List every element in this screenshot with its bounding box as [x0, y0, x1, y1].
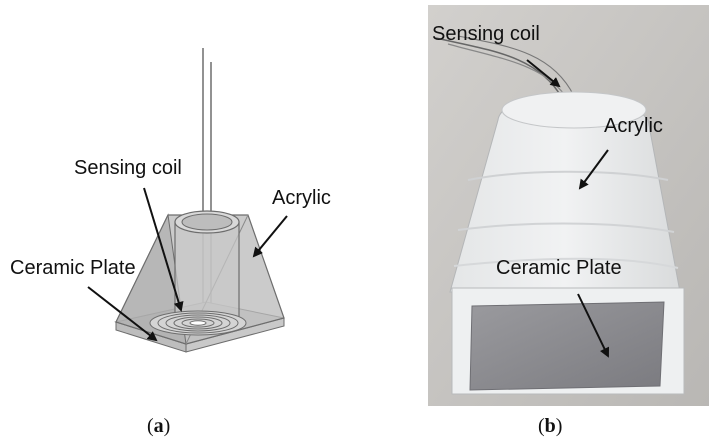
photo-ceramic-plate	[469, 301, 665, 391]
photo-arrow-to-ceramic-plate	[577, 293, 610, 358]
photo-label-ceramic-plate: Ceramic Plate	[496, 257, 622, 279]
caption-b: (b)	[538, 416, 562, 436]
panel-a-schematic: Sensing coil Acrylic Ceramic Plate (a)	[10, 48, 331, 436]
photo-label-acrylic: Acrylic	[604, 115, 663, 137]
photo-arrow-to-sensing-coil	[526, 59, 561, 88]
label-sensing-coil: Sensing coil	[74, 157, 182, 179]
arrow-to-sensing-coil	[143, 187, 184, 312]
caption-a-close: )	[163, 415, 171, 437]
arrow-to-ceramic-plate	[87, 286, 158, 342]
caption-b-letter: b	[544, 415, 556, 437]
arrow-to-acrylic	[252, 215, 288, 258]
panel-b-photo: Sensing coil Acrylic Ceramic Plate (b)	[428, 0, 709, 447]
label-acrylic: Acrylic	[272, 187, 331, 209]
photo-acrylic-block	[449, 91, 681, 293]
photo-wire-3	[457, 35, 575, 97]
label-ceramic-plate: Ceramic Plate	[10, 257, 136, 279]
sensor-photo-drawing	[428, 5, 709, 406]
photo-wire-2	[447, 43, 569, 101]
caption-a-letter: a	[153, 415, 164, 437]
sensor-schematic-drawing	[87, 48, 288, 353]
caption-a-open: (	[147, 415, 154, 437]
caption-b-open: (	[538, 415, 545, 437]
inner-cylinder-shape	[174, 210, 240, 323]
caption-b-close: )	[555, 415, 563, 437]
photo-arrow-to-acrylic	[578, 149, 609, 190]
photo-label-sensing-coil: Sensing coil	[432, 23, 540, 45]
sensing-coil-spiral	[149, 310, 247, 336]
caption-a: (a)	[147, 416, 170, 436]
photo-front-face	[451, 287, 685, 395]
